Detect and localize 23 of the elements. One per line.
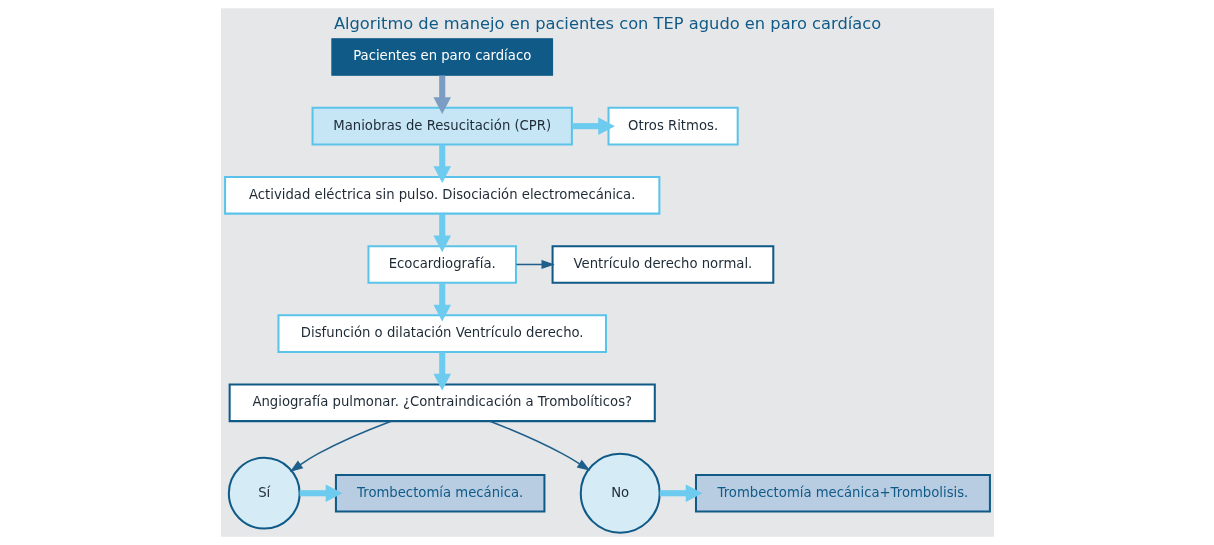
node-box: Actividad eléctrica sin pulso. Disociación electromecánica. xyxy=(223,176,660,215)
node-box: Disfunción o dilatación Ventrículo derecho. xyxy=(276,314,607,353)
arrow xyxy=(432,75,451,114)
arrow xyxy=(571,117,615,135)
node-box: Otros Ritmos. xyxy=(607,106,739,146)
diagram-title: Algoritmo de manejo en pacientes con TEP agudo en paro cardíaco xyxy=(333,14,881,34)
arrow xyxy=(659,484,702,502)
arrow xyxy=(432,213,451,253)
node-circle: No xyxy=(579,452,661,534)
arrow xyxy=(488,420,590,471)
arrow xyxy=(515,259,555,270)
arrow xyxy=(432,283,451,322)
node-box: Angiografía pulmonar. ¿Contraindicación a Trombolíticos? xyxy=(228,383,656,423)
node-box: Ventrículo derecho normal. xyxy=(551,245,774,284)
arrow xyxy=(432,144,451,184)
node-box: Maniobras de Resucitación (CPR) xyxy=(311,106,573,146)
arrow xyxy=(289,420,392,472)
arrow xyxy=(299,484,342,502)
node-box: Pacientes en paro cardíaco xyxy=(330,38,553,76)
node-box: Trombectomía mecánica. xyxy=(334,473,545,513)
node-box: Trombectomía mecánica+Trombolisis. xyxy=(694,473,991,513)
node-box: Ecocardiografía. xyxy=(366,245,517,284)
arrow xyxy=(432,352,451,391)
